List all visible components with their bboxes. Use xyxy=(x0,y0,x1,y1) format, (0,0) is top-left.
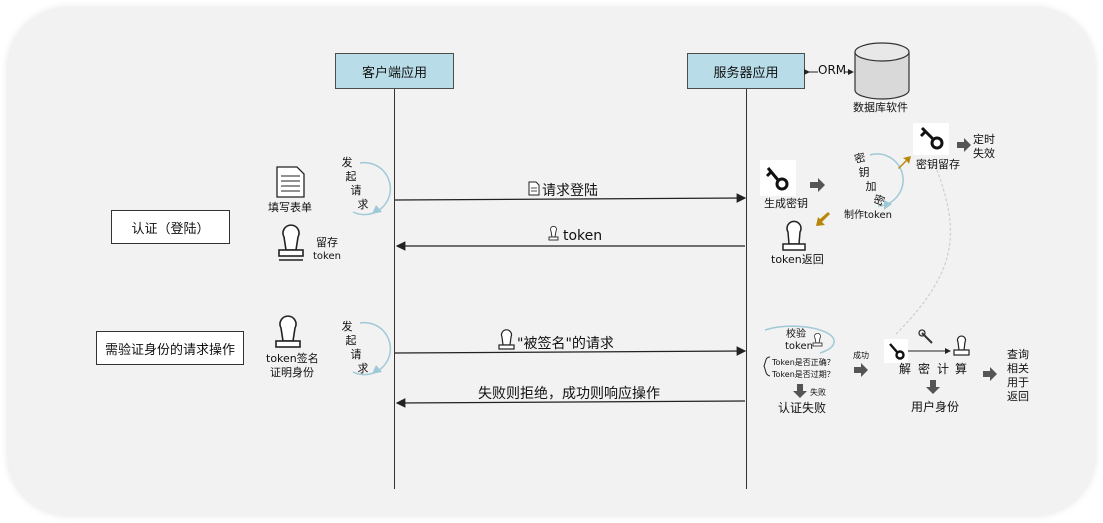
make-token-label: 制作token xyxy=(844,210,892,221)
success-label: 成功 xyxy=(853,351,869,360)
prove-identity-label: 证明身份 xyxy=(270,366,314,379)
user-identity-label: 用户身份 xyxy=(911,400,960,414)
arrow-to-expire xyxy=(957,138,971,152)
result-response-arrow xyxy=(395,398,746,408)
auth-section-label: 认证（登陆） xyxy=(111,210,230,244)
stamp-icon-signed-request xyxy=(498,329,515,350)
signed-token-label: token签名 xyxy=(266,352,319,365)
check-brace xyxy=(763,356,771,377)
login-request-arrow xyxy=(394,193,747,203)
generate-key-label: 生成密钥 xyxy=(764,197,808,210)
check-expired-label: Token是否过期？ xyxy=(772,370,835,379)
response-message-label: 失败则拒绝，成功则响应操作 xyxy=(478,386,660,402)
initiate-request-cycle-2 xyxy=(352,321,392,376)
timed-label: 定时 xyxy=(973,133,995,146)
client-app-lifeline-header: 客户端应用 xyxy=(335,53,454,89)
client-lifeline xyxy=(394,89,395,489)
verify-token-cycle xyxy=(764,325,835,354)
key-icon-store xyxy=(913,123,949,155)
database-icon xyxy=(854,42,910,100)
fill-form-label: 填写表单 xyxy=(268,201,312,214)
key-icon-generate xyxy=(760,160,796,196)
wrench-icon xyxy=(918,329,933,344)
verify-label: 校验 xyxy=(786,329,806,340)
initiate-request-cycle-1 xyxy=(352,161,392,216)
arrow-to-token-return xyxy=(816,212,830,226)
login-message-label: 请求登陆 xyxy=(542,183,598,199)
key-icon-decrypt xyxy=(884,339,908,363)
request-section-label: 需验证身份的请求操作 xyxy=(96,331,244,365)
arrow-to-query xyxy=(983,367,997,381)
orm-label: ORM xyxy=(818,63,847,77)
expire-label: 失效 xyxy=(973,147,995,160)
store-token-label: token xyxy=(313,251,341,262)
arrow-to-user-identity xyxy=(926,380,940,394)
check-correct-label: Token是否正确？ xyxy=(772,358,835,367)
fail-small-label: 失败 xyxy=(810,388,826,397)
arrow-to-encrypt xyxy=(810,178,825,192)
stamp-icon-user-identity xyxy=(953,335,970,356)
key-store-label: 密钥留存 xyxy=(916,158,960,171)
login-document-icon xyxy=(528,181,540,196)
arrow-to-key-store xyxy=(898,156,911,169)
stamp-icon-store xyxy=(278,224,304,261)
stamp-icon-token-return xyxy=(782,220,806,251)
stamp-icon-verify xyxy=(812,333,823,347)
key-store-to-decrypt-dashed xyxy=(894,164,952,336)
background-panel xyxy=(8,8,1095,515)
stamp-icon-token-message xyxy=(548,225,559,241)
store-label: 留存 xyxy=(316,236,338,249)
signed-request-arrow xyxy=(394,346,747,356)
form-document-icon xyxy=(276,166,305,198)
key-encrypt-cycle xyxy=(869,153,904,210)
auth-fail-label: 认证失败 xyxy=(778,401,827,415)
arrow-to-auth-fail xyxy=(793,384,807,398)
token-message-label: token xyxy=(563,228,603,244)
token-return-label: token返回 xyxy=(771,253,824,266)
stamp-icon-signature xyxy=(275,315,301,348)
arrow-to-decrypt xyxy=(854,363,868,377)
verify-token-label: token xyxy=(785,341,813,352)
signed-request-message-label: "被签名"的请求 xyxy=(517,336,614,352)
server-lifeline xyxy=(746,89,747,489)
database-label: 数据库软件 xyxy=(853,101,908,114)
